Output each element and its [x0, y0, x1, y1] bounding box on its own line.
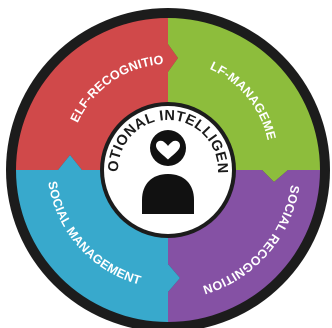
- segment-self-management: [168, 18, 320, 182]
- center-disk: [104, 106, 232, 234]
- segment-self-recognition: [16, 18, 178, 170]
- segment-social-management: [16, 155, 180, 322]
- segment-social-recognition: [168, 170, 320, 322]
- person-heart-icon: [142, 130, 194, 214]
